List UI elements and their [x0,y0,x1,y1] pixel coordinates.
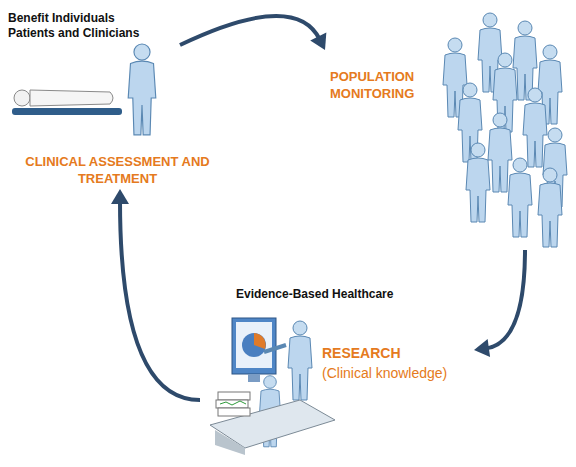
cycle-arrow [111,189,200,400]
stage-node: POPULATION MONITORING [325,10,573,250]
clinician-figure [128,44,156,135]
note-label: Benefit Individuals Patients and Clinici… [8,11,158,41]
stage-label: RESEARCH [322,345,462,362]
patient-figure [12,90,122,115]
cycle-arrow [474,250,525,357]
stage-label: CLINICAL ASSESSMENT AND TREATMENT [10,153,225,187]
stage-node: CLINICAL ASSESSMENT AND TREATMENT [10,45,225,187]
stage-label: POPULATION MONITORING [330,68,440,102]
stage-label: (Clinical knowledge) [322,365,472,382]
research-figure [210,318,335,455]
note-label: Evidence-Based Healthcare [236,287,436,302]
cycle-arrow [180,16,326,50]
crowd-figure [443,13,567,247]
stage-node: RESEARCH (Clinical knowledge) [200,318,472,458]
